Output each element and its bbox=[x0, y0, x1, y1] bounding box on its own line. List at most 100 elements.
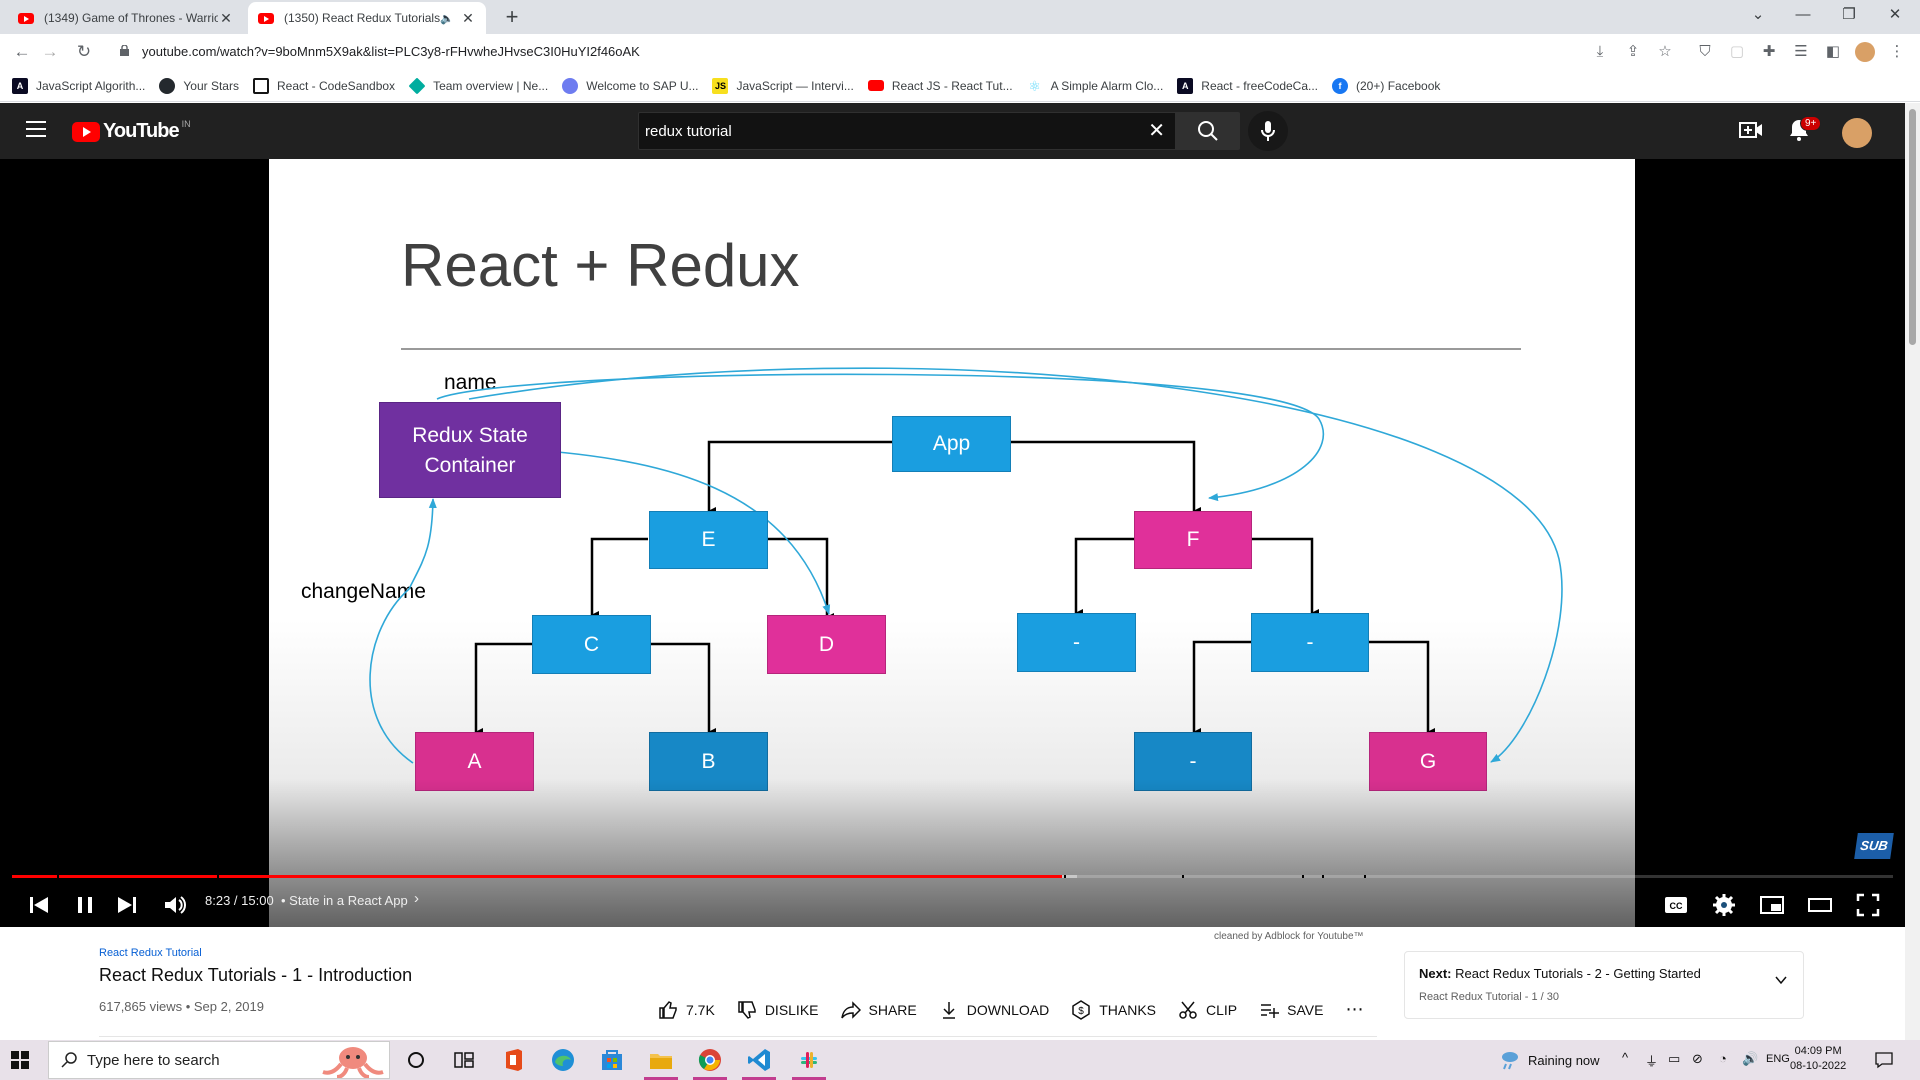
window-close-button[interactable]: ✕ bbox=[1888, 6, 1902, 23]
voice-search-button[interactable] bbox=[1248, 111, 1288, 151]
clip-button[interactable]: CLIP bbox=[1178, 1000, 1237, 1020]
menu-icon[interactable] bbox=[26, 121, 46, 137]
chapter-chevron-icon[interactable]: › bbox=[414, 890, 419, 907]
close-tab-icon[interactable]: ✕ bbox=[220, 9, 232, 26]
bookmark-item[interactable]: ⚛A Simple Alarm Clo... bbox=[1027, 78, 1163, 94]
rain-weather-icon[interactable] bbox=[1498, 1048, 1522, 1072]
wifi-icon[interactable]: ◔ bbox=[1719, 1051, 1727, 1066]
bookmark-star-icon[interactable]: ☆ bbox=[1658, 43, 1672, 60]
add-to-playlist-icon bbox=[1261, 1003, 1280, 1018]
dislike-label: DISLIKE bbox=[764, 1001, 819, 1018]
bookmark-item[interactable]: f(20+) Facebook bbox=[1332, 77, 1440, 94]
microsoft-store-icon[interactable] bbox=[598, 1046, 626, 1074]
captions-icon[interactable]: CC bbox=[1661, 890, 1691, 920]
label-name: name bbox=[444, 371, 497, 394]
clear-search-icon[interactable]: ✕ bbox=[1148, 120, 1165, 142]
subscribe-watermark[interactable]: SUB bbox=[1854, 833, 1894, 859]
miniplayer-icon[interactable] bbox=[1757, 890, 1787, 920]
reading-list-icon[interactable]: ☰ bbox=[1794, 43, 1808, 60]
controls-gradient bbox=[0, 779, 1905, 927]
tab-react-redux[interactable]: (1350) React Redux Tutorials 🔈 ✕ bbox=[248, 2, 486, 34]
github-icon bbox=[159, 77, 176, 94]
theater-mode-icon[interactable] bbox=[1805, 890, 1835, 920]
weather-text[interactable]: Raining now bbox=[1528, 1053, 1600, 1068]
usb-icon[interactable]: ⏚ bbox=[1645, 1054, 1659, 1069]
chevron-down-icon[interactable] bbox=[1775, 974, 1787, 986]
file-explorer-icon[interactable] bbox=[647, 1046, 675, 1074]
extensions-puzzle-icon[interactable]: ✚ bbox=[1762, 43, 1776, 60]
minimize-button[interactable]: — bbox=[1795, 6, 1811, 23]
share-page-icon[interactable]: ⇪ bbox=[1626, 43, 1640, 60]
bookmark-label: JavaScript Algorith... bbox=[36, 78, 146, 93]
bookmark-item[interactable]: React - CodeSandbox bbox=[252, 77, 395, 94]
battery-icon[interactable]: ▭ bbox=[1668, 1051, 1681, 1066]
back-button[interactable]: ← bbox=[13, 42, 31, 61]
save-button[interactable]: SAVE bbox=[1259, 1000, 1323, 1020]
address-bar[interactable]: youtube.com/watch?v=9boMnm5X9ak&list=PLC… bbox=[108, 38, 1668, 66]
progress-bar[interactable] bbox=[12, 875, 1893, 878]
taskbar-search-box[interactable]: Type here to search bbox=[48, 1041, 390, 1079]
next-video-icon[interactable] bbox=[112, 890, 142, 920]
chapter-title[interactable]: • State in a React App bbox=[281, 893, 408, 908]
bookmark-item[interactable]: Team overview | Ne... bbox=[408, 77, 548, 94]
running-indicator bbox=[644, 1077, 678, 1080]
vscode-icon[interactable] bbox=[745, 1046, 773, 1074]
playlist-link[interactable]: React Redux Tutorial bbox=[99, 947, 202, 959]
slide-title: React + Redux bbox=[401, 232, 800, 299]
new-tab-button[interactable]: + bbox=[505, 4, 519, 29]
chrome-icon[interactable] bbox=[696, 1046, 724, 1074]
office-icon[interactable] bbox=[500, 1046, 528, 1074]
close-tab-icon[interactable]: ✕ bbox=[462, 9, 474, 26]
account-avatar[interactable] bbox=[1842, 118, 1872, 148]
youtube-logo[interactable]: YouTube IN bbox=[72, 119, 191, 143]
download-button[interactable]: DOWNLOAD bbox=[939, 1000, 1049, 1020]
notification-center-icon[interactable] bbox=[1874, 1050, 1894, 1070]
share-button[interactable]: SHARE bbox=[840, 1000, 917, 1020]
settings-gear-icon[interactable] bbox=[1709, 890, 1739, 920]
scrollbar-thumb[interactable] bbox=[1909, 109, 1916, 345]
next-in-playlist-card[interactable]: Next: React Redux Tutorials - 2 - Gettin… bbox=[1404, 951, 1804, 1019]
extension-square-icon[interactable]: ▢ bbox=[1729, 43, 1745, 60]
pause-icon[interactable] bbox=[70, 890, 100, 920]
search-input[interactable] bbox=[645, 121, 1125, 141]
previous-video-icon[interactable] bbox=[24, 890, 54, 920]
bookmark-item[interactable]: React JS - React Tut... bbox=[867, 79, 1013, 93]
create-video-icon[interactable] bbox=[1738, 117, 1764, 143]
bookmark-item[interactable]: Your Stars bbox=[159, 77, 239, 94]
speaker-muted-icon[interactable]: 🔈 bbox=[440, 12, 454, 25]
tab-search-icon[interactable]: ⌄ bbox=[1751, 6, 1765, 23]
system-clock[interactable]: 04:09 PM 08-10-2022 bbox=[1790, 1044, 1846, 1074]
tab-game-of-thrones[interactable]: (1349) Game of Thrones - Warrio ✕ bbox=[8, 2, 244, 34]
forward-button[interactable]: → bbox=[41, 42, 59, 61]
edge-browser-icon[interactable] bbox=[549, 1046, 577, 1074]
like-button[interactable]: 7.7K bbox=[658, 1000, 715, 1020]
search-button[interactable] bbox=[1176, 112, 1240, 150]
profile-avatar[interactable] bbox=[1855, 42, 1875, 62]
bookmark-item[interactable]: Welcome to SAP U... bbox=[562, 77, 698, 94]
video-player[interactable]: React + Redux name changeName bbox=[0, 159, 1905, 927]
pocket-extension-icon[interactable]: ⛉ bbox=[1699, 43, 1711, 60]
fullscreen-icon[interactable] bbox=[1853, 890, 1883, 920]
show-hidden-icons-chevron-icon[interactable]: ^ bbox=[1622, 1050, 1629, 1065]
chrome-menu-icon[interactable]: ⋮ bbox=[1889, 43, 1905, 60]
side-panel-icon[interactable]: ◧ bbox=[1825, 43, 1841, 60]
more-actions-button[interactable]: ⋯ bbox=[1345, 999, 1364, 1020]
reload-button[interactable]: ↻ bbox=[76, 42, 92, 61]
task-view-icon[interactable] bbox=[450, 1046, 478, 1074]
video-views-date: 617,865 views • Sep 2, 2019 bbox=[99, 999, 265, 1014]
speaker-icon[interactable]: 🔊 bbox=[1742, 1051, 1759, 1066]
windows-start-icon[interactable] bbox=[10, 1050, 30, 1070]
input-language[interactable]: ENG bbox=[1766, 1053, 1790, 1065]
dislike-button[interactable]: DISLIKE bbox=[737, 1000, 819, 1020]
volume-icon[interactable] bbox=[160, 890, 190, 920]
install-icon[interactable]: ⤓ bbox=[1596, 43, 1604, 60]
cortana-icon[interactable] bbox=[402, 1046, 430, 1074]
thanks-button[interactable]: $ THANKS bbox=[1071, 999, 1156, 1020]
network-disconnected-icon[interactable]: ⊘ bbox=[1692, 1051, 1703, 1066]
page-scrollbar[interactable] bbox=[1905, 103, 1920, 1040]
restore-button[interactable]: ❐ bbox=[1842, 6, 1856, 23]
slack-icon[interactable] bbox=[795, 1046, 823, 1074]
